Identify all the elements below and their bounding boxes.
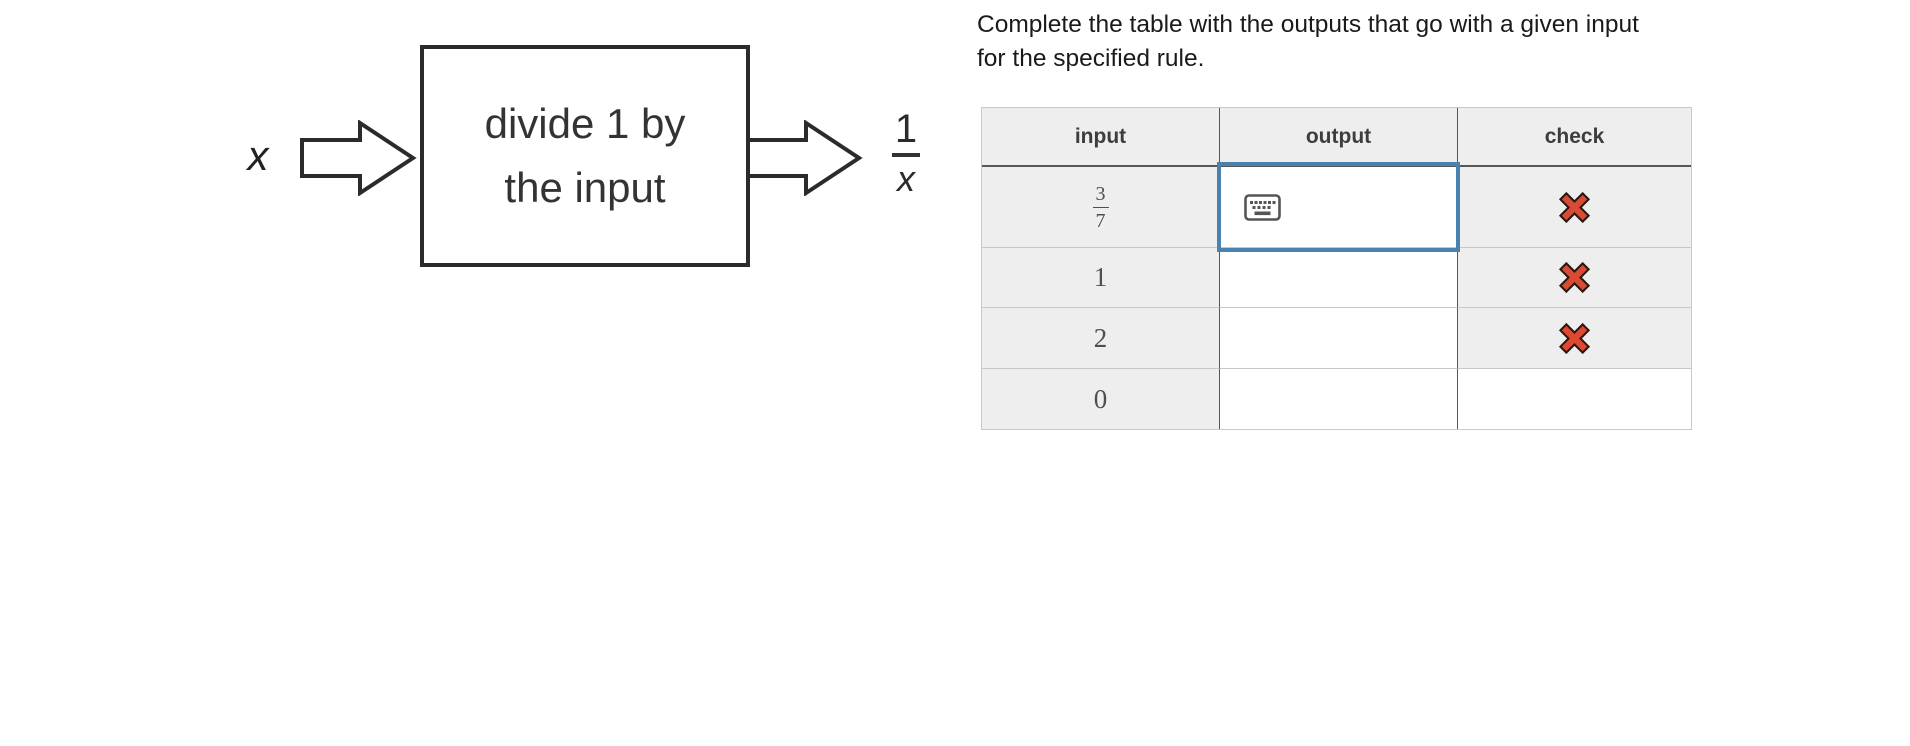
output-answer-cell-3[interactable] bbox=[1220, 308, 1458, 369]
output-answer-cell-1[interactable] bbox=[1217, 162, 1460, 252]
instructions-text: Complete the table with the outputs that… bbox=[977, 11, 1639, 72]
check-status-cell-1 bbox=[1458, 167, 1691, 248]
output-answer-cell-4[interactable] bbox=[1220, 369, 1458, 429]
output-answer-cell-2[interactable] bbox=[1220, 248, 1458, 308]
input-arrow-icon bbox=[300, 120, 417, 196]
output-fraction-numerator: 1 bbox=[894, 107, 918, 151]
input-variable-label: x bbox=[247, 132, 269, 179]
check-status-cell-4 bbox=[1458, 369, 1691, 429]
keyboard-icon[interactable] bbox=[1244, 193, 1281, 221]
rule-text: divide 1 by the input bbox=[484, 100, 686, 211]
check-status-cell-2 bbox=[1458, 248, 1691, 308]
rule-box: divide 1 by the input bbox=[420, 45, 750, 267]
incorrect-x-icon bbox=[1559, 191, 1590, 223]
column-header-output: output bbox=[1220, 108, 1458, 167]
output-arrow-icon bbox=[746, 120, 863, 196]
io-table: input output check 3 7 bbox=[981, 107, 1692, 430]
incorrect-x-icon bbox=[1559, 322, 1590, 354]
fraction-bar bbox=[892, 153, 920, 157]
input-value-cell-1: 3 7 bbox=[982, 167, 1220, 248]
input-fraction: 3 7 bbox=[1092, 184, 1109, 231]
input-value-cell-3: 2 bbox=[982, 308, 1220, 369]
check-status-cell-3 bbox=[1458, 308, 1691, 369]
column-header-input: input bbox=[982, 108, 1220, 167]
input-value-cell-4: 0 bbox=[982, 369, 1220, 429]
input-value-cell-2: 1 bbox=[982, 248, 1220, 308]
output-fraction-denominator: x bbox=[897, 158, 915, 199]
output-fraction: 1 x bbox=[882, 108, 930, 199]
incorrect-x-icon bbox=[1559, 262, 1590, 293]
column-header-check: check bbox=[1458, 108, 1691, 167]
